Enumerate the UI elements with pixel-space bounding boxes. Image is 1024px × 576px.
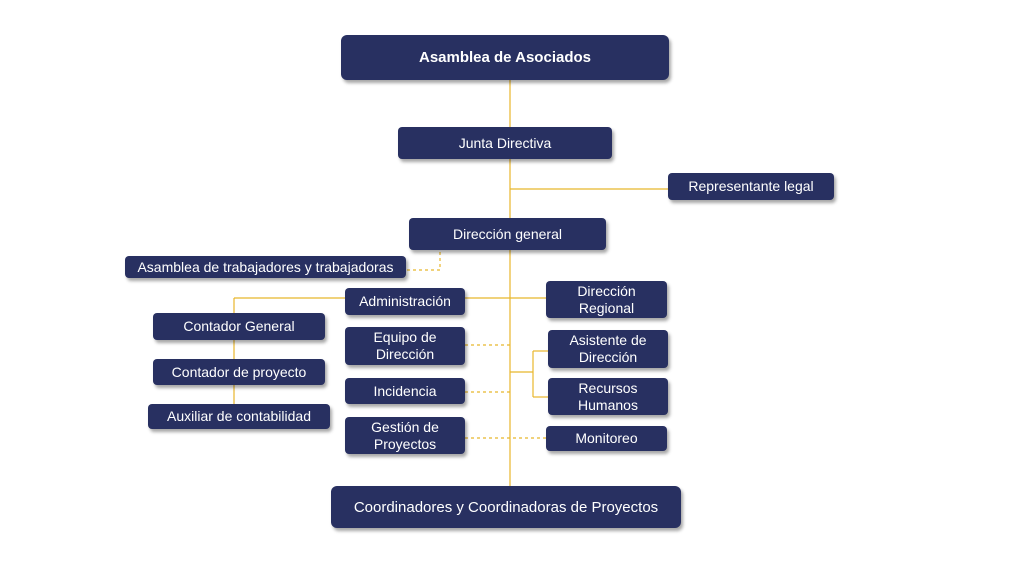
recursos-humanos-box: Recursos Humanos bbox=[548, 378, 668, 415]
monitoreo-box: Monitoreo bbox=[546, 426, 667, 451]
incidencia-box: Incidencia bbox=[345, 378, 465, 404]
direccion-regional-box: Dirección Regional bbox=[546, 281, 667, 318]
administracion-box: Administración bbox=[345, 288, 465, 315]
connector-asamblea-trabajadores bbox=[405, 252, 441, 271]
direccion-general-box: Dirección general bbox=[409, 218, 606, 250]
gestion-proyectos-box: Gestión de Proyectos bbox=[345, 417, 465, 454]
asamblea-trabajadores-box: Asamblea de trabajadores y trabajadoras bbox=[125, 256, 406, 278]
coordinadores-box: Coordinadores y Coordinadoras de Proyect… bbox=[331, 486, 681, 528]
representante-legal-box: Representante legal bbox=[668, 173, 834, 200]
asistente-direccion-box: Asistente de Dirección bbox=[548, 330, 668, 368]
contador-general-box: Contador General bbox=[153, 313, 325, 340]
equipo-direccion-box: Equipo de Dirección bbox=[345, 327, 465, 365]
contador-proyecto-box: Contador de proyecto bbox=[153, 359, 325, 385]
auxiliar-contabilidad-box: Auxiliar de contabilidad bbox=[148, 404, 330, 429]
junta-directiva-box: Junta Directiva bbox=[398, 127, 612, 159]
asamblea-asociados-box: Asamblea de Asociados bbox=[341, 35, 669, 80]
